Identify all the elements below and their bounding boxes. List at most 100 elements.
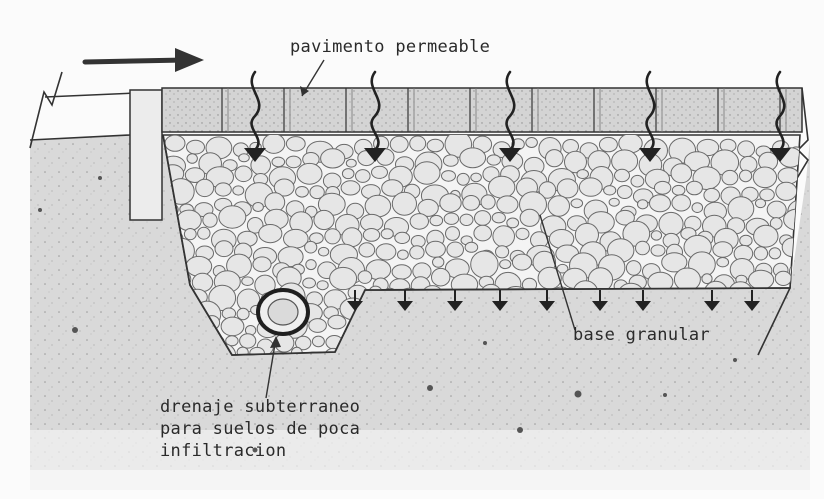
stone	[672, 185, 685, 195]
stone	[240, 334, 256, 348]
stone	[489, 176, 515, 198]
stone	[577, 170, 589, 179]
stone	[492, 213, 505, 223]
stone	[671, 164, 692, 183]
stone	[192, 273, 212, 291]
stone	[672, 195, 691, 211]
stone	[306, 260, 316, 270]
stone	[442, 171, 456, 182]
stone	[325, 229, 341, 244]
stone	[203, 213, 217, 227]
stone	[546, 150, 564, 167]
stone	[617, 186, 632, 199]
stone	[235, 166, 252, 182]
stone	[512, 254, 531, 270]
stone	[651, 245, 665, 256]
stone	[187, 140, 205, 154]
stone	[215, 241, 233, 257]
stone	[704, 188, 720, 202]
stone	[427, 139, 443, 152]
stone	[440, 194, 461, 212]
stone	[557, 179, 578, 198]
stone	[650, 195, 671, 212]
stone	[318, 247, 328, 256]
stone	[272, 157, 285, 167]
stone	[463, 196, 480, 211]
stone	[286, 137, 305, 151]
stone	[221, 317, 244, 336]
soil-fade	[30, 430, 810, 490]
stone	[239, 154, 250, 162]
stone	[381, 229, 393, 239]
stone	[615, 169, 630, 181]
stone	[433, 257, 444, 267]
stone	[284, 229, 309, 248]
stone	[215, 183, 231, 196]
stone	[341, 181, 360, 195]
stone	[465, 242, 478, 252]
stone	[738, 141, 755, 157]
stone	[686, 181, 702, 195]
stone	[410, 136, 426, 151]
stone	[496, 246, 509, 258]
stone	[457, 173, 469, 185]
stone	[754, 225, 778, 247]
stone	[432, 268, 450, 286]
stone	[778, 168, 799, 184]
stone	[259, 225, 282, 243]
stone	[346, 159, 356, 167]
stone	[717, 258, 729, 267]
stone	[798, 177, 824, 199]
stone	[312, 336, 324, 347]
stone	[754, 247, 767, 260]
stone	[526, 138, 538, 148]
stone	[520, 209, 539, 226]
stone	[314, 210, 334, 229]
stone	[654, 181, 670, 194]
stone	[263, 134, 285, 154]
stone	[358, 271, 372, 284]
stone	[395, 232, 410, 243]
stone	[769, 248, 781, 259]
stone	[237, 308, 249, 319]
stone	[372, 166, 388, 178]
stone	[471, 173, 482, 182]
stone	[363, 229, 379, 242]
stone	[500, 260, 511, 269]
stone	[242, 277, 254, 286]
stone	[198, 227, 210, 239]
stone	[471, 251, 498, 278]
stone	[631, 175, 644, 187]
stone	[446, 227, 460, 241]
stone	[740, 156, 757, 172]
stone	[612, 150, 638, 173]
stone	[475, 211, 491, 226]
stone	[376, 244, 396, 260]
stone	[359, 243, 375, 257]
stone	[579, 178, 602, 196]
stone	[392, 192, 416, 215]
stone	[444, 213, 458, 224]
stone	[775, 271, 791, 285]
stone	[233, 186, 244, 195]
stone	[474, 225, 492, 241]
stone	[303, 278, 316, 288]
stone	[196, 179, 214, 196]
stone	[722, 170, 738, 184]
stone	[342, 169, 354, 179]
arrow-right-icon	[85, 48, 204, 72]
stone	[297, 163, 322, 184]
stone	[740, 170, 752, 182]
stone	[776, 182, 797, 200]
stone	[410, 246, 424, 259]
stone	[414, 162, 440, 184]
break-mark-left	[30, 72, 62, 148]
stone	[538, 267, 561, 289]
stone	[609, 198, 619, 206]
label-drenaje-line1: drenaje subterraneo	[160, 396, 360, 418]
stone	[460, 148, 486, 168]
stone	[636, 241, 650, 255]
stone	[497, 196, 518, 213]
stone	[398, 250, 409, 259]
